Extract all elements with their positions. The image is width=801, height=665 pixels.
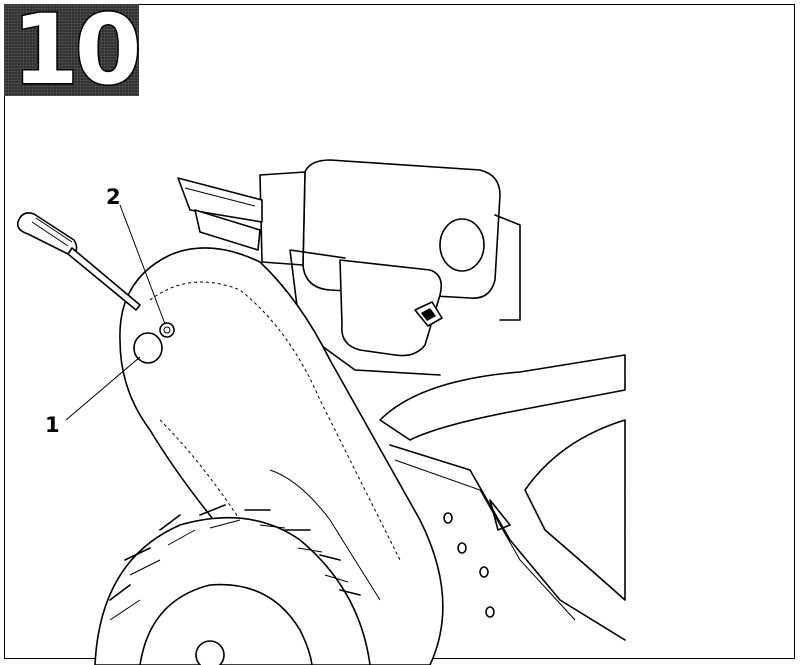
- figure-number-badge: 10: [4, 0, 143, 108]
- screwdriver: [16, 212, 141, 311]
- bolt-holes: [443, 512, 495, 618]
- adjustment-nut: [159, 322, 175, 338]
- callout-1: 1: [45, 356, 141, 437]
- engine-block: [289, 249, 443, 376]
- figure-number: 10: [11, 0, 144, 108]
- callout-2-label: 2: [106, 185, 121, 209]
- callout-2: 2: [106, 185, 166, 325]
- wheel: [94, 504, 371, 665]
- tiller-frame: [379, 354, 626, 641]
- throttle-bracket: [177, 177, 263, 251]
- drain-plug: [133, 332, 163, 364]
- tine-shield: [489, 419, 626, 601]
- callout-1-label: 1: [45, 413, 60, 437]
- belt-cover: [119, 247, 444, 665]
